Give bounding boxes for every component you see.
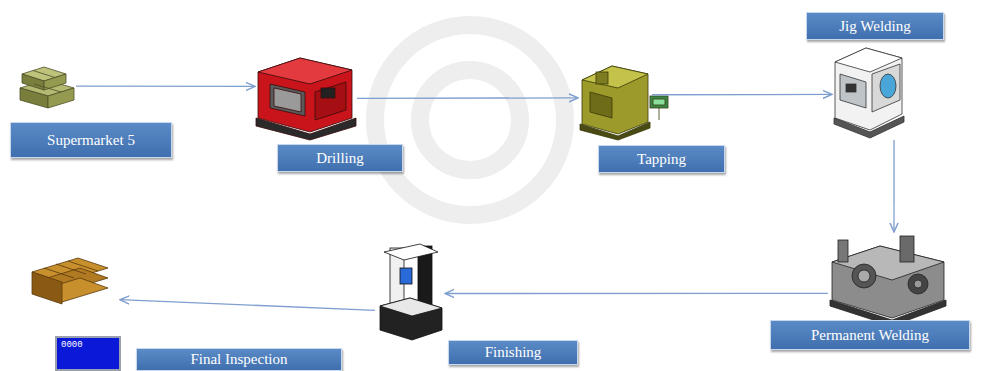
- station-label: Permanent Welding: [770, 320, 970, 350]
- flow-arrow: [357, 97, 578, 99]
- pallet: [32, 258, 108, 304]
- station-label: Tapping: [598, 145, 725, 173]
- flow-arrow: [652, 94, 832, 96]
- station-label: Finishing: [448, 340, 578, 365]
- station: Finishing: [375, 243, 445, 342]
- tapping-machine: [580, 66, 668, 140]
- flow-arrow: [120, 300, 375, 311]
- station-label: Drilling: [277, 144, 403, 172]
- station: Tapping: [578, 62, 652, 140]
- station-label: Jig Welding: [806, 12, 944, 40]
- finishing-machine: [380, 244, 442, 340]
- station-label: Supermarket 5: [10, 122, 172, 158]
- permanent-welding-machine: [830, 236, 946, 326]
- station: Drilling: [255, 55, 357, 140]
- flow-arrow: [893, 140, 894, 232]
- jig-welding-machine: [834, 48, 904, 138]
- flow-arrow: [76, 85, 255, 87]
- watermark: [375, 25, 565, 215]
- station: Jig Welding: [832, 45, 905, 140]
- station: Supermarket 5: [18, 65, 76, 108]
- supermarket-icon: [20, 67, 74, 108]
- drilling-machine: [256, 58, 356, 140]
- counter-display: 0000: [55, 336, 121, 371]
- station-label: Final Inspection: [136, 348, 342, 371]
- station: Permanent Welding: [828, 232, 948, 328]
- flow-arrow: [445, 293, 828, 294]
